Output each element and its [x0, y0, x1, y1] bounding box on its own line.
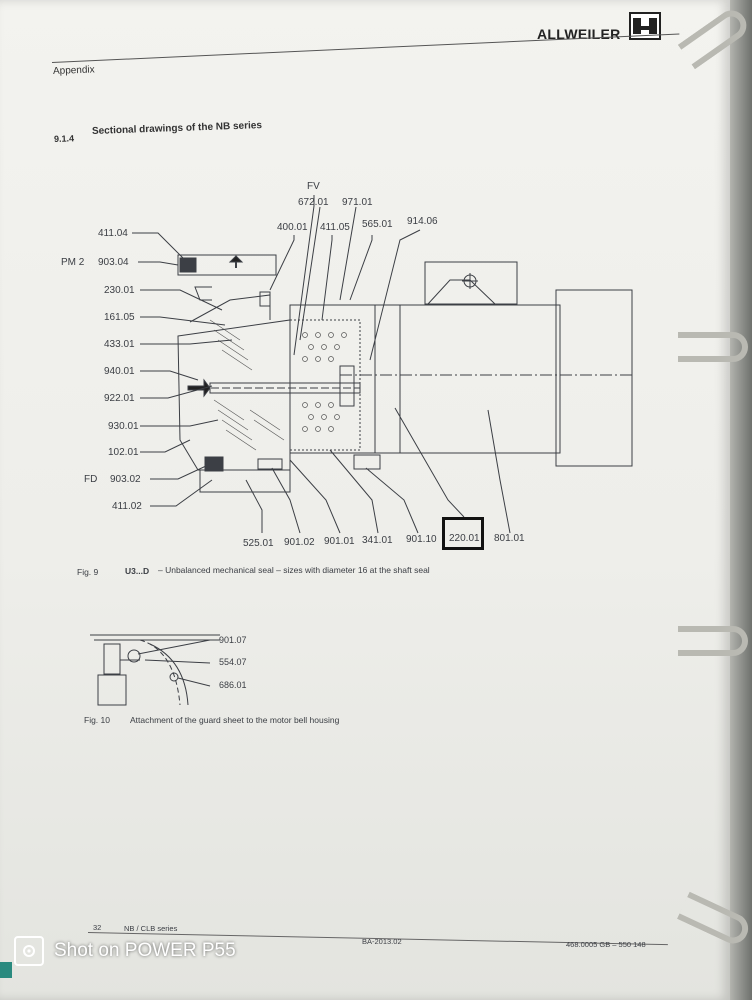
label-903-04: 903.04 [98, 257, 129, 268]
label-102-01: 102.01 [108, 447, 139, 458]
guard-sheet-drawing [90, 634, 220, 706]
label-230-01: 230.01 [104, 285, 135, 296]
label-801-01: 801.01 [494, 533, 525, 544]
label-161-05: 161.05 [104, 312, 135, 323]
label-525-01: 525.01 [243, 538, 274, 549]
teal-edge [0, 962, 12, 978]
label-fv: FV [307, 181, 320, 192]
label-903-02: 903.02 [110, 474, 141, 485]
footer-series: NB / CLB series [124, 924, 178, 933]
highlight-box-220-01 [442, 517, 484, 550]
label-341-01: 341.01 [362, 535, 393, 546]
watermark-text: Shot on POWER P55 [54, 940, 236, 961]
label-686-01: 686.01 [219, 680, 247, 690]
label-901-10: 901.10 [406, 534, 437, 545]
binder-ring [678, 626, 748, 656]
label-400-01: 400.01 [277, 222, 308, 233]
label-554-07: 554.07 [219, 657, 247, 667]
label-914-06: 914.06 [407, 216, 438, 227]
label-411-05: 411.05 [320, 222, 350, 233]
label-901-07: 901.07 [219, 635, 247, 645]
label-pm2: PM 2 [61, 257, 85, 268]
binder-ring [678, 332, 748, 362]
fig10-label: Fig. 10 [84, 715, 110, 725]
label-940-01: 940.01 [104, 366, 135, 377]
label-fd: FD [84, 474, 98, 485]
camera-watermark: Shot on POWER P55 [14, 933, 236, 969]
fig9-caption-text: – Unbalanced mechanical seal – sizes wit… [158, 565, 430, 575]
label-220-01: 220.01 [449, 533, 480, 544]
label-672-01: 672.01 [298, 197, 329, 208]
manual-page [0, 0, 730, 1000]
motor-body [399, 304, 561, 454]
label-411-02: 411.02 [112, 501, 142, 512]
footer-code: 468.0005 GB – 550 148 [566, 940, 646, 949]
camera-icon [14, 936, 44, 966]
label-930-01: 930.01 [108, 421, 139, 432]
label-433-01: 433.01 [104, 339, 135, 350]
label-901-01: 901.01 [324, 536, 355, 547]
fig9-label: Fig. 9 [77, 567, 99, 577]
label-922-01: 922.01 [104, 393, 135, 404]
pump-sectional-drawing [132, 195, 635, 534]
label-971-01: 971.01 [342, 197, 373, 208]
footer-doc: BA-2013.02 [362, 937, 402, 946]
label-565-01: 565.01 [362, 219, 393, 230]
fig9-caption-bold: U3...D [125, 566, 150, 576]
footer-page-number: 32 [93, 923, 102, 932]
label-411-04: 411.04 [98, 228, 128, 239]
label-901-02: 901.02 [284, 537, 315, 548]
fig10-caption-text: Attachment of the guard sheet to the mot… [130, 715, 340, 725]
motor-fan-cover [555, 289, 633, 467]
